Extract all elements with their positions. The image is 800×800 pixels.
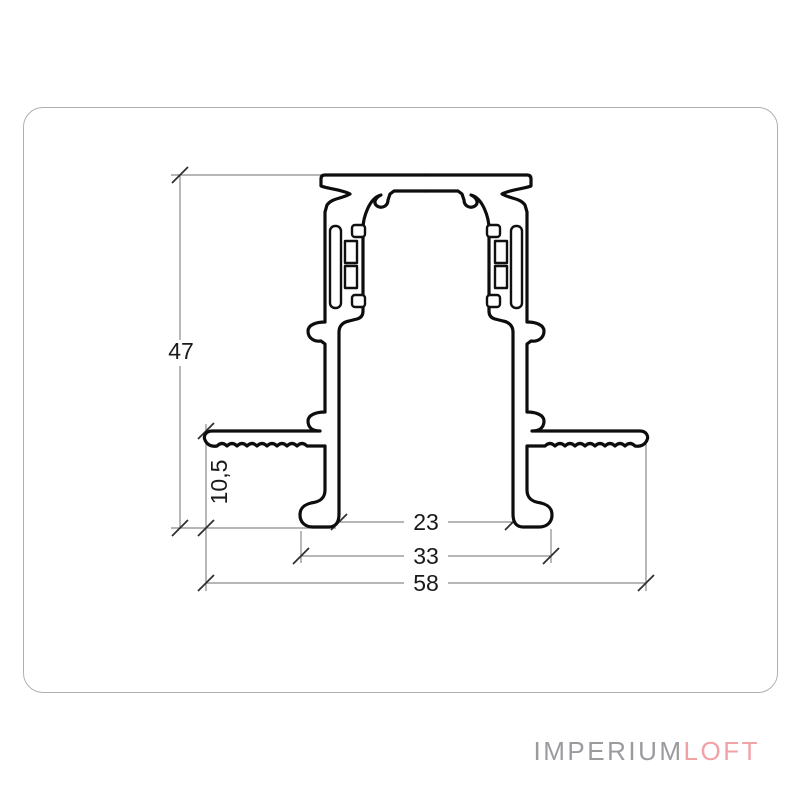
rail-slot-upper	[343, 239, 359, 265]
rail-bottom-notch	[350, 293, 367, 309]
dim-label-feet-width: 33	[413, 543, 439, 569]
logo-imperium: IMPERIUM	[533, 736, 684, 766]
profile-outline	[202, 173, 428, 529]
drawing-card-border	[23, 107, 778, 693]
profile-outline-mirrored	[424, 173, 650, 529]
side-channel-slot	[328, 224, 343, 310]
brand-logo: IMPERIUMLOFT	[534, 736, 760, 767]
profile-cross-section	[202, 173, 650, 529]
dimension-labels: 47 10,5 23 33 58	[168, 338, 439, 596]
dim-label-overall-width: 58	[413, 570, 439, 596]
rail-top-notch	[350, 223, 367, 239]
dim-label-flange-depth: 10,5	[206, 460, 232, 505]
extension-lines	[171, 174, 647, 591]
dim-label-height: 47	[168, 338, 194, 364]
dimension-lines	[179, 175, 646, 584]
rail-slot-lower	[343, 264, 359, 290]
dim-label-inner-width: 23	[413, 509, 439, 535]
logo-loft: LOFT	[683, 736, 760, 766]
